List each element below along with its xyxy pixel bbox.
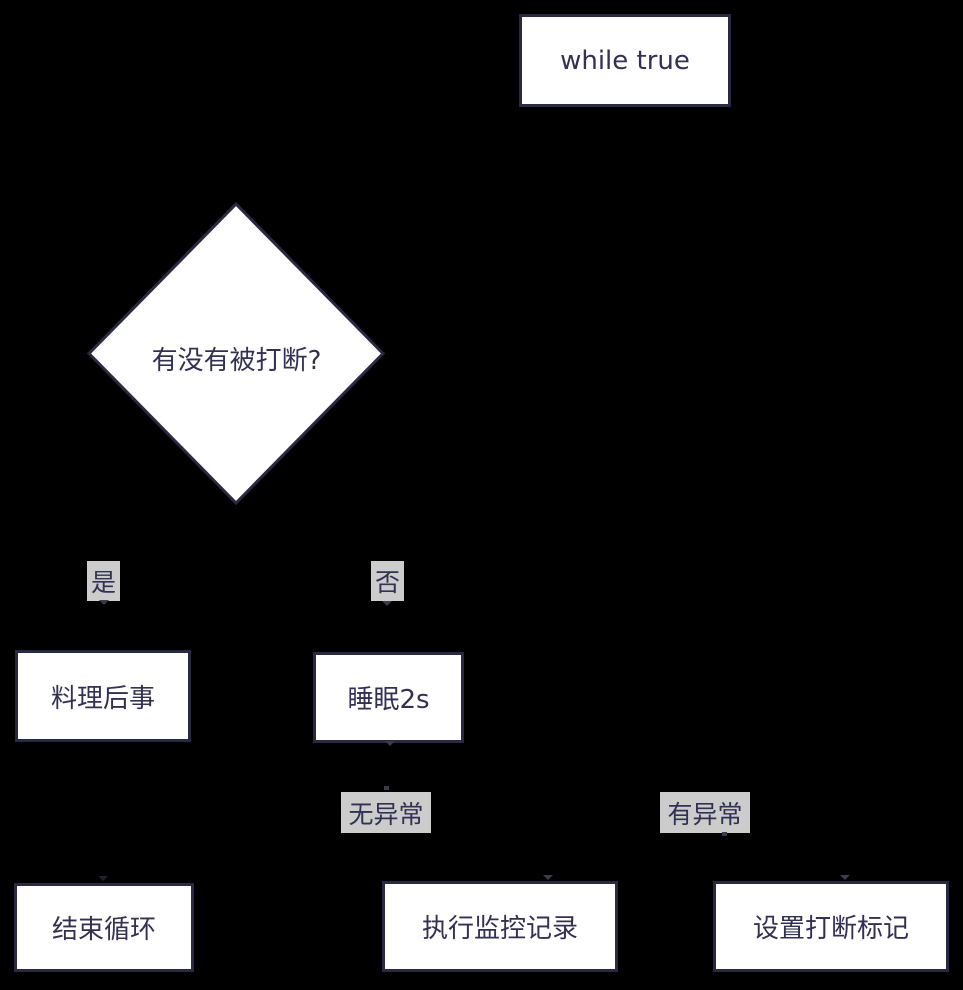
node-sleep-2s: 睡眠2s — [313, 652, 464, 743]
edge-label-no-exception: 无异常 — [341, 792, 431, 833]
arrowhead-stub — [99, 600, 109, 605]
edge-label-no: 否 — [371, 561, 404, 601]
edge-stub — [384, 786, 389, 790]
diamond-polygon — [86, 201, 386, 506]
arrowhead-stub — [543, 875, 553, 880]
decision-interrupted-label: 有没有被打断? — [151, 346, 322, 376]
arrowhead-stub — [840, 875, 850, 880]
node-cleanup: 料理后事 — [15, 650, 191, 742]
edge-stub — [722, 832, 727, 836]
arrowhead-stub — [98, 876, 108, 881]
decision-diamond-shape — [86, 201, 386, 506]
edge-label-exception: 有异常 — [660, 792, 750, 833]
node-end-loop: 结束循环 — [14, 883, 194, 972]
arrowhead-stub — [385, 741, 395, 746]
edge-label-yes: 是 — [87, 561, 120, 601]
node-monitor-log: 执行监控记录 — [382, 881, 618, 972]
node-while-true: while true — [519, 14, 731, 107]
arrowhead-stub — [382, 601, 392, 606]
node-set-interrupt-flag: 设置打断标记 — [713, 881, 949, 972]
